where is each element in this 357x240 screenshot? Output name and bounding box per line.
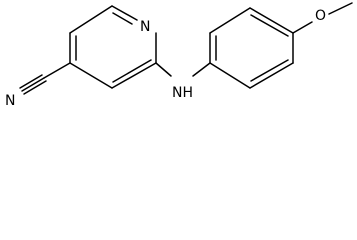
bond-c-n-ring-upper [111,5,138,21]
bond-nitrile-triple-3 [23,80,47,95]
bond-aryl-upper-right [249,7,294,34]
bond-c-c-ring-lower-right [111,62,157,89]
amine-label: NH [172,85,193,101]
bond-aryl-lower-right [249,62,294,89]
bond-aryl-lower-right-inner [250,59,289,82]
bond-c-cn [43,62,71,79]
bond-c-c-ring-lower-right-inner [112,59,152,83]
bond-nitrile-triple-2 [19,74,43,89]
bond-c-c-ring-upper-left [69,5,113,34]
methoxy-oxygen-label: O [315,8,326,24]
bond-c-c-ring-lower-left [69,62,113,89]
bond-o-ch3 [328,2,353,15]
bond-nitrile-triple-1 [21,77,45,92]
bond-c-n-ring-upper-inner [112,12,133,25]
structure-drawing: N N NH O [5,2,353,109]
bond-c-nh [155,62,172,77]
bond-aryl-lower-left [209,62,251,89]
bond-c-o [292,21,313,34]
nitrile-nitrogen-label: N [5,93,15,109]
pyridine-nitrogen-label: N [140,19,150,35]
bond-aryl-upper-left [209,7,251,34]
bond-aryl-upper-right-inner [250,14,289,37]
molecule-diagram: N N NH O [0,0,357,116]
bond-nh-c [192,62,211,77]
